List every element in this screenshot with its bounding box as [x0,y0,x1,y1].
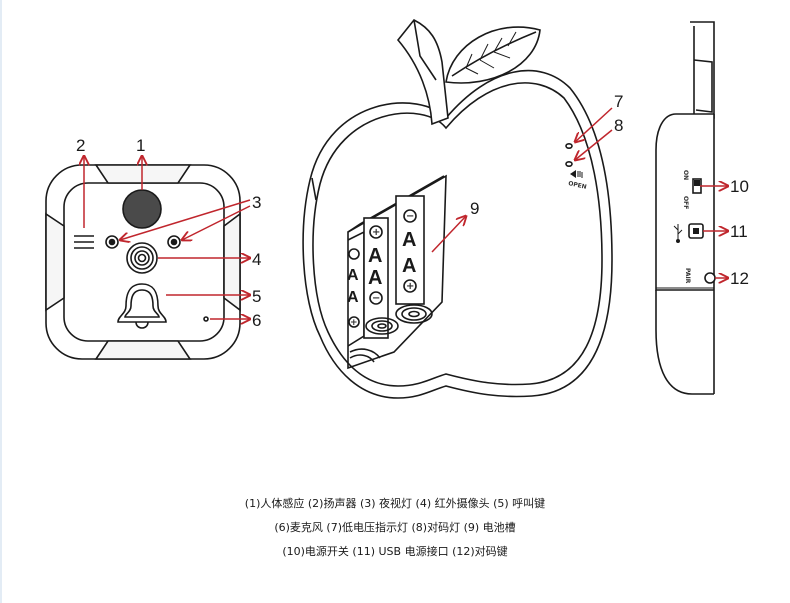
callout-6: 6 [252,311,261,330]
callout-12: 12 [730,269,749,288]
legend-line-2: (6)麦克风 (7)低电压指示灯 (8)对码灯 (9) 电池槽 [274,521,516,534]
arrow-3a [120,199,251,240]
apple-leaf-vein [451,31,537,77]
call-button-inner [124,289,160,318]
arrow-7 [575,107,613,142]
front-bevel-top [94,164,192,184]
callout-5: 5 [252,287,261,306]
callout-9: 9 [470,199,479,218]
battery-left-letter-2: A [347,289,359,306]
battery-compartment-depth [347,175,445,233]
switch-off-label: OFF [682,196,689,209]
night-light-right [167,235,181,249]
callout-11: 11 [730,222,748,241]
front-bevel-left [45,212,65,312]
pair-label: PAIR [684,268,691,284]
left-accent-rule [0,0,2,603]
callout-1: 1 [136,136,145,155]
battery-right-letter-2: A [402,255,416,277]
side-body-lower [655,290,714,395]
apple-leaf-veins [465,31,517,75]
callout-3: 3 [252,193,261,212]
spring-right [395,304,433,324]
spring-bottom-left [349,348,381,359]
parts-legend: (1)人体感应 (2)扬声器 (3) 夜视灯 (4) 红外摄像头 (5) 呼叫键… [0,492,790,564]
battery-mid-letter-2: A [368,267,382,289]
front-bevel-bottom [94,340,192,360]
battery-left-letter-1: A [347,267,359,284]
battery-right-letter-1: A [402,229,416,251]
battery-left-plus: + [350,318,358,328]
apple-body-rim [312,82,603,387]
low-voltage-indicator [565,143,573,150]
pairing-light [565,161,573,168]
callout-8: 8 [614,116,623,135]
open-label: OPEN [568,180,588,191]
front-bevel-right [223,212,241,312]
side-view [655,21,716,395]
speaker-grille [74,235,94,249]
callout-10: 10 [730,177,749,196]
apple-stem [396,18,449,126]
callout-7: 7 [614,92,623,111]
callout-arrows [84,107,728,319]
pir-sensor [122,189,162,229]
open-marking: OPEN [568,170,588,191]
apple-stem-edge [413,19,437,81]
call-button-outer [117,283,167,323]
battery-right [395,195,425,305]
battery-markings: + − + − + A A A A A A [347,211,416,328]
battery-mid-letter-1: A [368,245,382,267]
legend-line-1: (1)人体感应 (2)扬声器 (3) 夜视灯 (4) 红外摄像头 (5) 呼叫键 [244,497,546,510]
callout-4: 4 [252,250,261,269]
battery-compartment [347,174,447,370]
call-button-clapper [135,321,149,329]
arrow-8 [575,129,613,160]
arrow-3b [182,205,251,240]
side-top-ridge [693,59,713,113]
product-diagram: + − + − + A A A A A A OPEN [45,18,749,399]
front-view [45,164,241,360]
open-arrow-icon [570,170,576,178]
microphone [203,316,209,322]
legend-line-3: (10)电源开关 (11) USB 电源接口 (12)对码键 [282,545,508,558]
usb-symbol-icon [673,224,683,243]
arrow-9 [431,216,466,253]
night-light-left-dot [108,238,116,246]
ir-camera [126,242,158,274]
battery-right-plus: − [406,211,414,222]
callout-2: 2 [76,136,85,155]
battery-right-minus: + [406,281,414,292]
side-body [655,113,714,291]
spring-middle [365,317,399,335]
battery-mid-minus: − [372,293,380,304]
side-markings: ON OFF PAIR [673,170,691,284]
callout-numbers: 1 2 3 4 5 6 7 8 9 10 11 12 [76,92,749,330]
power-switch-knob [694,180,700,186]
battery-mid-plus: + [372,227,380,238]
switch-on-label: ON [682,170,689,180]
pair-button [704,272,716,284]
back-view [302,18,613,399]
night-light-right-dot [170,238,178,246]
apple-side-tab [311,177,317,201]
apple-body [302,69,613,399]
